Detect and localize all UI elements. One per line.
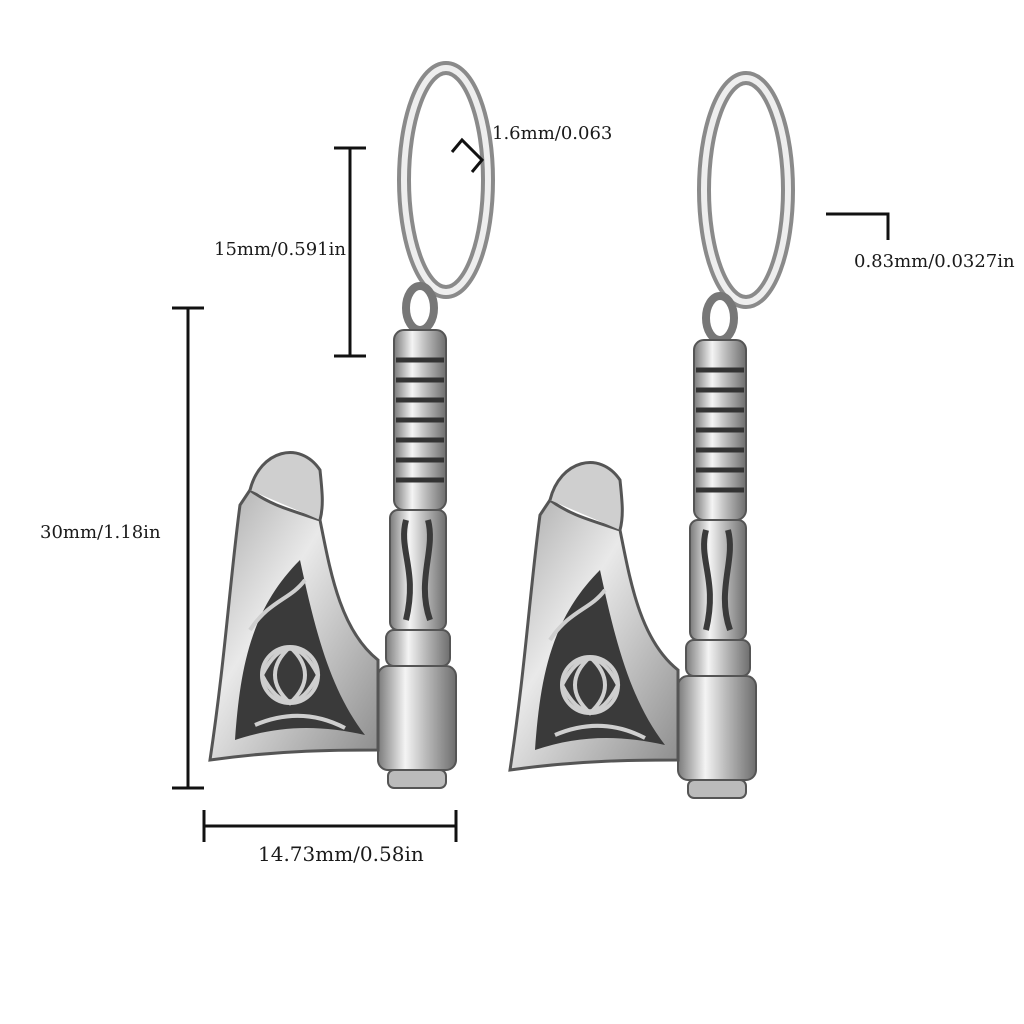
dimension-lines bbox=[172, 137, 890, 842]
wire-thickness-label: 0.83mm/0.0327in bbox=[854, 251, 1015, 272]
right-earring bbox=[510, 78, 788, 798]
hoop-thickness-label: 1.6mm/0.063 bbox=[492, 123, 613, 144]
hoop-height-label: 15mm/0.591in bbox=[214, 239, 346, 260]
hoop-thickness-bracket bbox=[450, 137, 485, 173]
blade-width-label: 14.73mm/0.58in bbox=[258, 842, 424, 866]
wire-thickness-leader bbox=[826, 212, 890, 240]
total-height-label: 30mm/1.18in bbox=[40, 522, 161, 543]
